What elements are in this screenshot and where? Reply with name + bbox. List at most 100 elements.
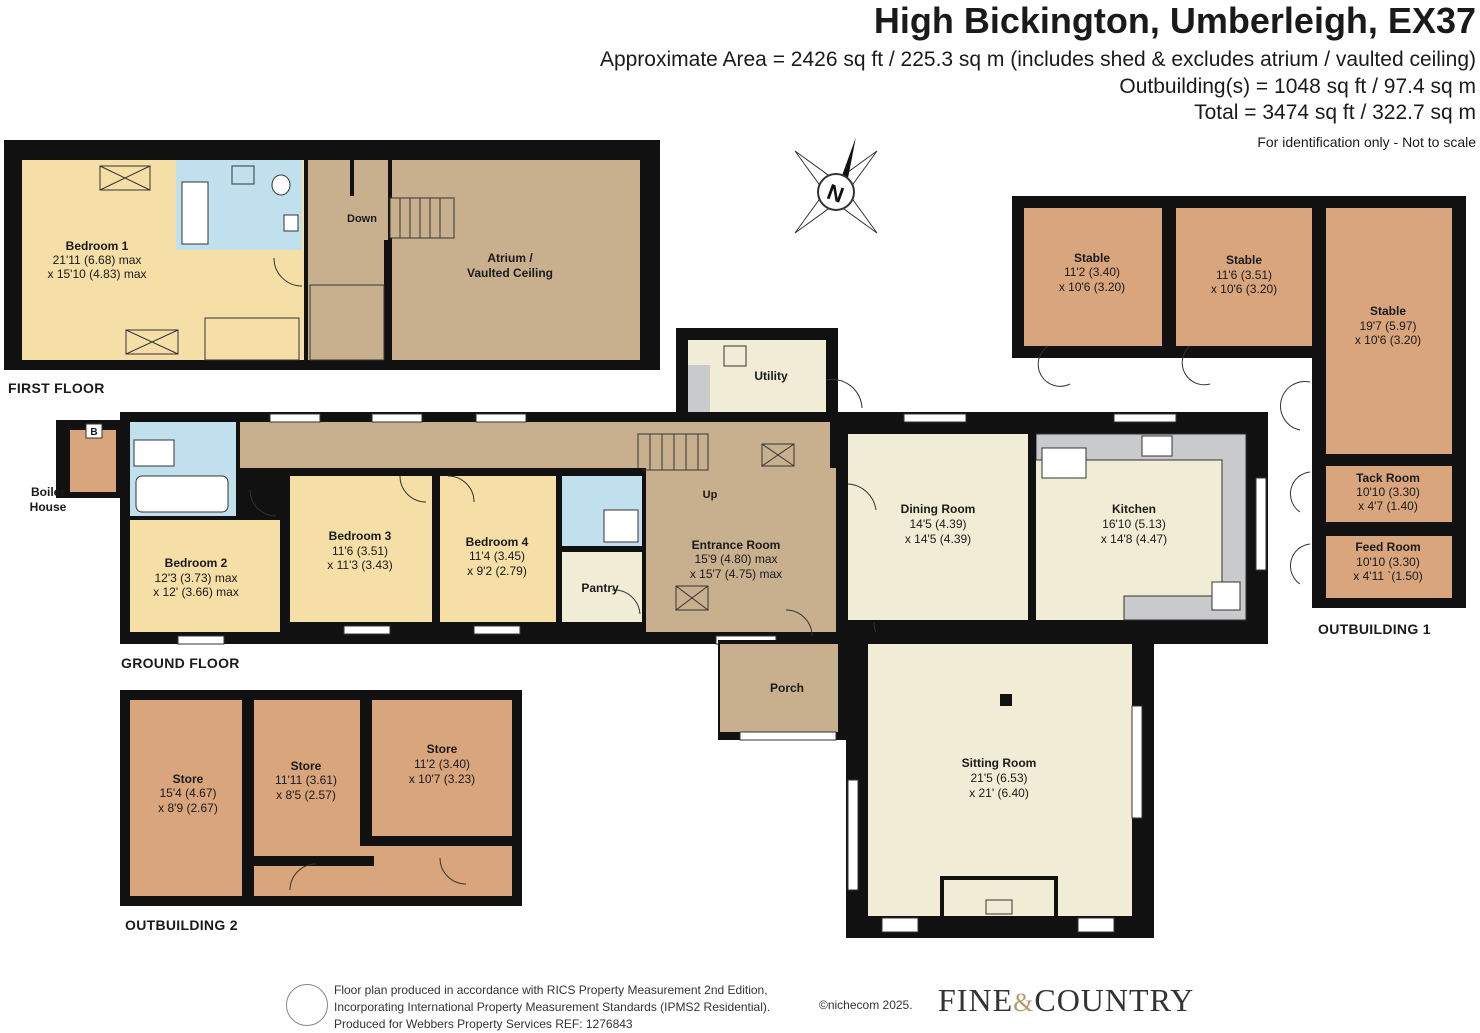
- ground-floor-label: GROUND FLOOR: [121, 655, 240, 671]
- bedroom3-name: Bedroom 3: [329, 529, 392, 543]
- atrium-name2: Vaulted Ceiling: [467, 266, 553, 280]
- page-title: High Bickington, Umberleigh, EX37: [873, 0, 1476, 41]
- boiler-badge: [85, 423, 103, 439]
- boiler-name2: House: [30, 500, 67, 514]
- door-icon: [1280, 381, 1311, 431]
- tack-dim1: 10'10 (3.30): [1356, 485, 1420, 499]
- atrium-name: Atrium /: [487, 251, 533, 265]
- down-label: Down: [347, 213, 377, 225]
- door-icon: [1181, 345, 1211, 386]
- bedroom3-dim1: 11'6 (3.51): [332, 544, 388, 558]
- sitting-name: Sitting Room: [962, 756, 1037, 770]
- window-icon: [903, 413, 967, 423]
- cupboard-icon: [309, 284, 385, 361]
- bedroom2-name: Bedroom 2: [165, 556, 228, 570]
- bath-icon: [181, 181, 209, 245]
- feed-room-area: [1326, 536, 1452, 598]
- logo-fine: FINE: [938, 982, 1014, 1018]
- store2-dim1: 11'11 (3.61): [275, 773, 337, 787]
- kitchen-name: Kitchen: [1112, 502, 1156, 516]
- hearth-icon: [985, 899, 1013, 915]
- bedroom2-area: [130, 520, 280, 632]
- sink-icon: [723, 345, 747, 367]
- logo-country: COUNTRY: [1034, 982, 1195, 1018]
- bedroom3-area: [290, 476, 432, 622]
- basin-icon: [283, 214, 299, 232]
- stable2-name: Stable: [1226, 253, 1262, 267]
- bedroom4-name: Bedroom 4: [466, 535, 529, 549]
- store-corridor-area: [254, 846, 512, 896]
- window-icon: [343, 625, 391, 635]
- feed-name: Feed Room: [1355, 540, 1420, 554]
- sink-icon: [1141, 435, 1173, 457]
- logo-amp: &: [1013, 988, 1035, 1017]
- dining-dim2: x 14'5 (4.39): [905, 532, 971, 546]
- dining-dim1: 14'5 (4.39): [910, 517, 967, 531]
- boiler-badge-label: B: [90, 427, 97, 438]
- dining-room-area: [848, 434, 1028, 620]
- feed-dim1: 10'10 (3.30): [1356, 555, 1420, 569]
- area-total: Total = 3474 sq ft / 322.7 sq m: [1194, 101, 1476, 124]
- door-icon: [1290, 543, 1311, 585]
- door-icon: [847, 483, 877, 511]
- stable1-area: [1024, 208, 1162, 346]
- area-outbuildings: Outbuilding(s) = 1048 sq ft / 97.4 sq m: [1119, 75, 1476, 98]
- up-label: Up: [703, 489, 718, 501]
- pantry-name: Pantry: [581, 581, 619, 595]
- window-icon: [1131, 705, 1143, 819]
- skylight-icon: [761, 443, 795, 467]
- first-landing: [308, 160, 388, 360]
- scale-note: For identification only - Not to scale: [1257, 134, 1476, 150]
- window-icon: [177, 635, 225, 645]
- entrance-name: Entrance Room: [692, 538, 781, 552]
- atrium-area: [392, 160, 640, 360]
- door-icon: [785, 609, 813, 637]
- tack-room-area: [1326, 466, 1452, 522]
- window-icon: [739, 731, 837, 741]
- window-icon: [475, 413, 527, 423]
- porch-name: Porch: [770, 681, 804, 695]
- bedroom3-dim2: x 11'3 (3.43): [327, 558, 392, 572]
- stable3-name: Stable: [1370, 304, 1406, 318]
- first-floor: Bedroom 1 21'11 (6.68) max x 15'10 (4.83…: [4, 140, 660, 370]
- outbuilding-2: Store 15'4 (4.67) x 8'9 (2.67) Store 11'…: [120, 690, 522, 906]
- hallway-area: [236, 422, 830, 468]
- tack-name: Tack Room: [1356, 471, 1420, 485]
- bedroom1-dim1: 21'11 (6.68) max: [53, 253, 142, 267]
- store1-area: [130, 700, 242, 896]
- door-icon: [399, 475, 427, 503]
- door-icon: [439, 857, 467, 885]
- entrance-room-area: [646, 468, 836, 632]
- stairs-icon: [637, 433, 709, 471]
- sitting-dim1: 21'5 (6.53): [971, 771, 1028, 785]
- flue-icon: [1000, 694, 1012, 706]
- skylight-icon: [675, 585, 709, 611]
- pantry-area: [562, 552, 642, 622]
- stable3-dim2: x 10'6 (3.20): [1355, 333, 1421, 347]
- store2-dim2: x 8'5 (2.57): [276, 788, 336, 802]
- bedroom1-dim2: x 15'10 (4.83) max: [47, 267, 146, 281]
- bath-icon: [135, 475, 229, 513]
- stable1-dim1: 11'2 (3.40): [1064, 265, 1120, 279]
- stable3-dim1: 19'7 (5.97): [1360, 319, 1417, 333]
- door-icon: [249, 489, 277, 517]
- first-floor-label: FIRST FLOOR: [8, 380, 105, 396]
- window-icon: [881, 917, 919, 933]
- door-icon: [611, 589, 641, 615]
- door-icon: [825, 378, 863, 409]
- hob-icon: [1211, 581, 1241, 611]
- window-icon: [847, 779, 859, 891]
- door-icon: [273, 257, 303, 287]
- feed-dim2: x 4'11 `(1.50): [1353, 569, 1422, 583]
- sitting-dim2: x 21' (6.40): [969, 786, 1029, 800]
- compass-icon: N: [794, 137, 878, 234]
- boiler-house-area: [70, 430, 116, 492]
- porch-area: [720, 644, 838, 732]
- bedroom4-dim2: x 9'2 (2.79): [467, 564, 527, 578]
- outbuilding-1: Stable 11'2 (3.40) x 10'6 (3.20) Stable …: [1012, 196, 1466, 608]
- stable1-dim2: x 10'6 (3.20): [1059, 280, 1125, 294]
- store2-name: Store: [291, 759, 322, 773]
- footer-text: Floor plan produced in accordance with R…: [334, 983, 771, 1031]
- stable2-dim2: x 10'6 (3.20): [1211, 282, 1277, 296]
